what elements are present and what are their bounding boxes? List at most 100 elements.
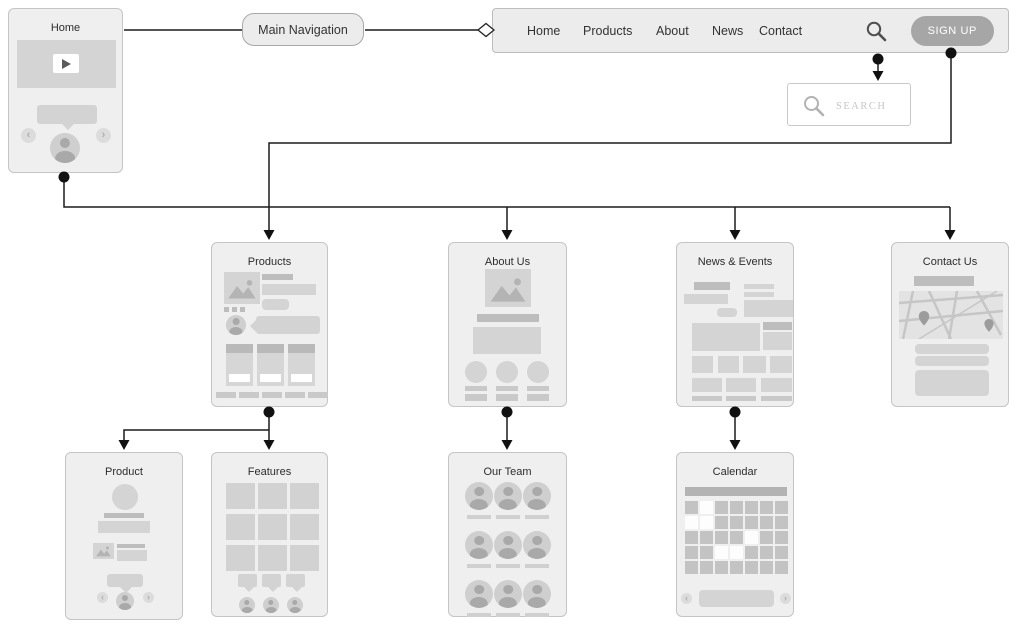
button-placeholder <box>262 299 289 310</box>
product-card-placeholder <box>257 344 284 386</box>
calendar-cell <box>730 531 743 544</box>
textarea-placeholder <box>915 370 989 396</box>
calendar-cell <box>700 516 713 529</box>
text-block-placeholder <box>117 550 147 561</box>
page-title: Calendar <box>712 466 758 478</box>
text-block-placeholder <box>473 327 541 354</box>
text-block-placeholder <box>262 284 316 295</box>
block-placeholder <box>743 356 766 373</box>
calendar-cell <box>760 531 773 544</box>
block-placeholder <box>744 300 793 317</box>
feature-tile-placeholder <box>258 514 287 540</box>
avatar-icon <box>263 597 279 613</box>
edge-products-children <box>123 407 270 445</box>
search-icon[interactable] <box>865 20 888 43</box>
node-search-box[interactable] <box>787 83 911 127</box>
calendar-cell <box>745 546 758 559</box>
main-navigation-label: Main Navigation <box>258 23 348 37</box>
quote-bubble-placeholder <box>238 574 257 592</box>
product-card-placeholder <box>288 344 315 386</box>
button-placeholder <box>717 308 737 317</box>
calendar-cell <box>700 561 713 574</box>
node-features-page[interactable]: Features <box>211 452 328 617</box>
name-bar-placeholder <box>527 394 549 401</box>
text-block-placeholder <box>98 521 150 533</box>
calendar-cell <box>745 561 758 574</box>
team-circle-placeholder <box>527 361 549 383</box>
name-bar-placeholder <box>496 386 518 391</box>
block-placeholder <box>718 356 739 373</box>
node-home-page[interactable]: Home ‹ › <box>8 8 123 173</box>
name-bar-placeholder <box>496 564 520 568</box>
features-grid-placeholder <box>226 483 319 571</box>
page-title: Product <box>105 466 143 478</box>
search-icon <box>804 96 825 117</box>
avatar-icon <box>494 482 522 510</box>
calendar-cell <box>730 561 743 574</box>
avatar-icon <box>116 592 134 610</box>
nav-item-contact[interactable]: Contact <box>759 24 803 38</box>
page-title: News & Events <box>697 256 773 268</box>
product-card-placeholder <box>226 344 253 386</box>
node-team-page[interactable]: Our Team <box>448 452 567 617</box>
search-input[interactable] <box>834 85 904 127</box>
calendar-cell <box>760 516 773 529</box>
heading-placeholder <box>763 322 792 330</box>
video-placeholder <box>17 40 116 88</box>
nav-item-home[interactable]: Home <box>527 24 561 38</box>
block-placeholder <box>692 378 722 392</box>
page-title: About Us <box>484 256 531 268</box>
calendar-cell <box>700 546 713 559</box>
feature-tile-placeholder <box>258 483 287 509</box>
chevron-right-icon: › <box>780 593 791 604</box>
node-contact-page[interactable]: Contact Us <box>891 242 1009 407</box>
caption-bar-placeholder <box>761 396 792 401</box>
name-bar-placeholder <box>525 564 549 568</box>
node-product-page[interactable]: Product ‹ › <box>65 452 183 620</box>
node-main-navigation[interactable]: Main Navigation <box>242 13 364 46</box>
avatar-icon <box>465 531 493 559</box>
avatar-icon <box>523 580 551 608</box>
footer-bar-placeholder <box>285 392 305 398</box>
feature-tile-placeholder <box>290 483 319 509</box>
calendar-cell <box>685 546 698 559</box>
nav-item-products[interactable]: Products <box>583 24 633 38</box>
calendar-cell <box>715 561 728 574</box>
calendar-cell <box>745 501 758 514</box>
feature-tile-placeholder <box>290 514 319 540</box>
feature-tile-placeholder <box>226 545 255 571</box>
avatar-icon <box>494 531 522 559</box>
calendar-cell <box>700 531 713 544</box>
node-top-navbar[interactable]: Home Products About News Contact SIGN UP <box>492 8 1009 53</box>
quote-bubble-placeholder <box>250 316 320 334</box>
calendar-cell <box>715 546 728 559</box>
calendar-cell <box>760 561 773 574</box>
feature-tile-placeholder <box>226 514 255 540</box>
page-title: Features <box>247 466 292 478</box>
avatar-icon <box>226 315 246 335</box>
calendar-cell <box>775 516 788 529</box>
name-bar-placeholder <box>496 515 520 519</box>
block-placeholder <box>770 356 792 373</box>
node-products-page[interactable]: Products <box>211 242 328 407</box>
footer-bar-placeholder <box>216 392 236 398</box>
signup-button[interactable]: SIGN UP <box>910 16 994 46</box>
avatar-icon <box>465 482 493 510</box>
node-calendar-page[interactable]: Calendar ‹ › <box>676 452 794 617</box>
play-icon <box>53 54 79 73</box>
node-news-page[interactable]: News & Events <box>676 242 794 407</box>
nav-item-news[interactable]: News <box>712 24 744 38</box>
calendar-cell <box>685 516 698 529</box>
page-title: Home <box>50 22 81 34</box>
avatar-icon <box>494 580 522 608</box>
footer-bar-placeholder <box>262 392 282 398</box>
heading-placeholder <box>914 276 974 286</box>
name-bar-placeholder <box>527 386 549 391</box>
edge-home-trunk <box>63 173 950 208</box>
feature-tile-placeholder <box>258 545 287 571</box>
block-placeholder <box>761 378 792 392</box>
node-about-page[interactable]: About Us <box>448 242 567 407</box>
name-bar-placeholder <box>465 386 487 391</box>
heading-placeholder <box>262 274 293 280</box>
nav-item-about[interactable]: About <box>656 24 689 38</box>
